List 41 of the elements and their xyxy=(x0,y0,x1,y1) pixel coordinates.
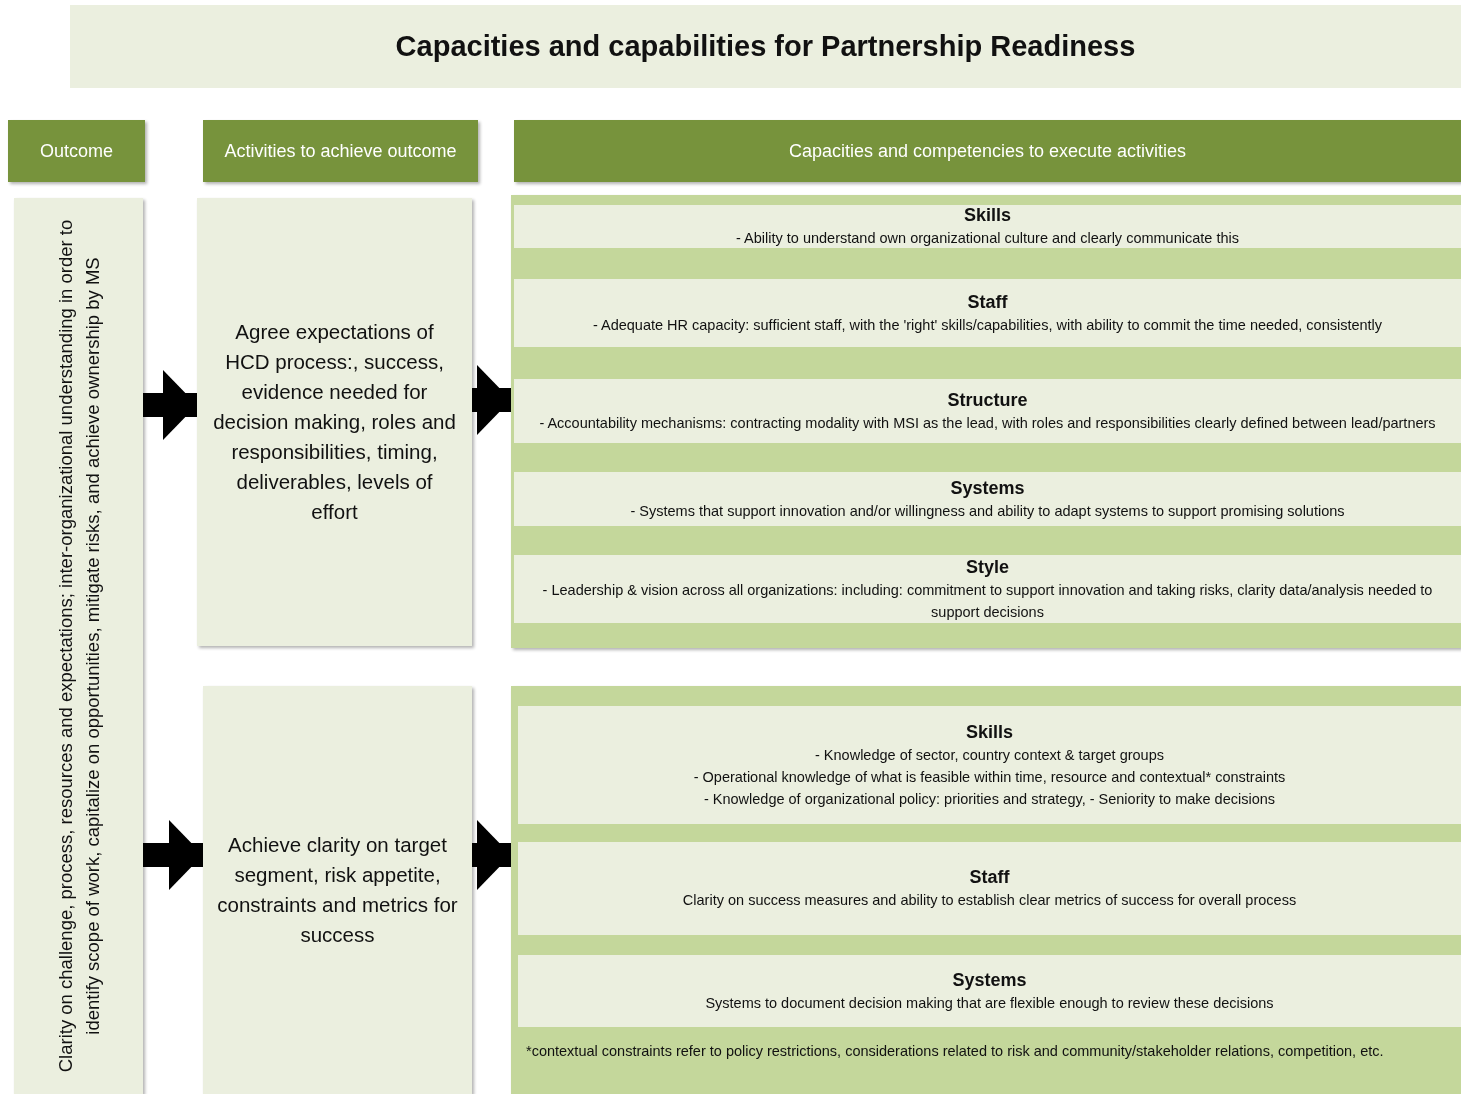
column-header: Capacities and competencies to execute activities xyxy=(514,120,1461,182)
row-text: - Knowledge of organizational policy: priorities and strategy, - Seniority to make decisions xyxy=(703,789,1276,809)
block-arrow xyxy=(143,820,203,890)
capacity-row xyxy=(514,279,1461,347)
row-text: - Ability to understand own organizational culture and clearly communicate this xyxy=(736,229,1239,248)
activity-box: Achieve clarity on target segment, risk appetite, constraints and metrics for success xyxy=(203,686,472,1094)
outcome-box xyxy=(14,198,143,1094)
outcome-text: Clarity on challenge, process, resources and expectations; inter-organizational understanding in order to identify scope of work, capitalize on opportunities, mitigate risks, and achieve ownership by MS xyxy=(53,218,104,1075)
block-arrow xyxy=(472,365,511,435)
footnote: *contextual constraints refer to policy restrictions, considerations related to risk and community/stakeholder relations, competition, etc. xyxy=(526,1042,1385,1061)
capacity-panel xyxy=(511,686,1461,1094)
column-header: Outcome xyxy=(8,120,145,182)
row-heading: Staff xyxy=(967,290,1008,314)
row-text: - Accountability mechanisms: contracting modality with MSI as the lead, with roles and responsibilities clearly defined between lead/partners xyxy=(539,413,1436,433)
column-header: Activities to achieve outcome xyxy=(203,120,478,182)
block-arrow xyxy=(143,370,197,440)
row-heading: Systems xyxy=(952,968,1027,992)
row-heading: Structure xyxy=(947,388,1028,412)
row-text: - Leadership & vision across all organizations: including: commitment to support innovation and taking risks, clarity data/analysis needed to support decisions xyxy=(541,580,1434,622)
activity-box: Agree expectations of HCD process:, success, evidence needed for decision making, roles and responsibilities, timing, deliverables, levels of effort xyxy=(197,198,472,646)
capacity-row xyxy=(514,472,1461,526)
capacity-row xyxy=(514,555,1461,623)
capacity-row xyxy=(514,205,1461,248)
row-text: Systems to document decision making that are flexible enough to review these decisions xyxy=(705,993,1274,1013)
diagram-title: Capacities and capabilities for Partnership Readiness xyxy=(395,30,1136,63)
capacity-row xyxy=(514,379,1461,443)
row-heading: Skills xyxy=(966,720,1013,744)
row-heading: Style xyxy=(966,555,1009,579)
row-text: - Systems that support innovation and/or willingness and ability to adapt systems to support promising solutions xyxy=(630,501,1345,521)
row-heading: Systems xyxy=(950,476,1025,500)
block-arrow xyxy=(472,820,511,890)
capacity-row xyxy=(518,706,1461,824)
capacity-panel xyxy=(511,195,1461,648)
row-text: - Operational knowledge of what is feasible within time, resource and contextual* constraints xyxy=(693,767,1286,787)
capacity-row xyxy=(518,955,1461,1027)
row-text: - Adequate HR capacity: sufficient staff, with the 'right' skills/capabilities, with ability to commit the time needed, consistently xyxy=(592,315,1383,335)
row-heading: Skills xyxy=(964,204,1011,227)
row-text: - Knowledge of sector, country context & target groups xyxy=(815,745,1164,765)
capacity-row xyxy=(518,842,1461,935)
row-text: Clarity on success measures and ability to establish clear metrics of success for overall process xyxy=(682,891,1297,910)
row-heading: Staff xyxy=(969,866,1010,889)
